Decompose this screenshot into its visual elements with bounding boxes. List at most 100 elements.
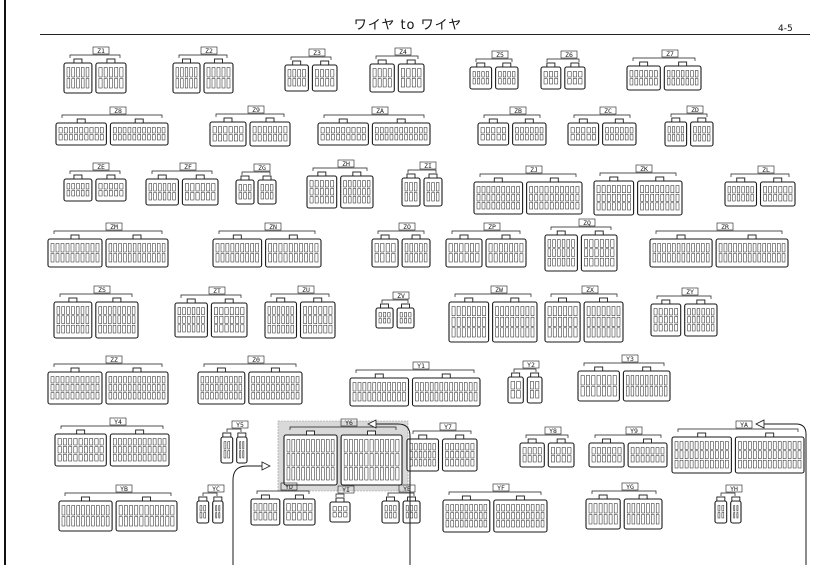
- connector-figure: Y3: [577, 354, 671, 402]
- connector-figure: Y7: [406, 422, 478, 472]
- connector-code: ZE: [97, 163, 105, 171]
- connector-code: YA: [740, 421, 748, 429]
- connector-code: ZP: [488, 223, 496, 231]
- connector-code: YG: [626, 483, 634, 491]
- connector-code: Y3: [626, 355, 634, 363]
- connector-figure: ZL: [724, 165, 796, 207]
- connector-figure: YD: [250, 482, 316, 526]
- connector-code: Z6: [565, 51, 573, 59]
- connector-code: ZF: [184, 163, 192, 171]
- connector-figure: ZN: [212, 222, 322, 268]
- connector-figure: ZB: [477, 106, 547, 146]
- connector-code: Z4: [399, 48, 407, 56]
- connector-code: ZV: [397, 292, 405, 300]
- connector-code: ZY: [686, 288, 694, 296]
- connector-figure: ZG: [235, 163, 277, 205]
- connector-figure: Y9: [588, 426, 668, 468]
- connector-code: ZC: [604, 107, 612, 115]
- connector-code: ZZ: [110, 356, 118, 364]
- connector-figure: Y6: [277, 418, 409, 492]
- connector-code: Z5: [496, 51, 504, 59]
- connector-figure: Z0: [197, 355, 303, 405]
- connector-code: Z2: [205, 47, 213, 55]
- connector-figure: YI: [329, 485, 355, 523]
- connector-figure: Y2: [507, 360, 543, 404]
- connector-figure: Z1: [63, 46, 127, 94]
- connector-figure: Y5: [220, 420, 249, 464]
- connector-figure: YC: [196, 484, 225, 524]
- connector-figure: ZS: [53, 285, 139, 339]
- connector-code: ZJ: [530, 166, 538, 174]
- connector-code: ZL: [762, 166, 770, 174]
- connector-code: ZB: [514, 107, 522, 115]
- connector-figure: YB: [58, 484, 178, 532]
- connector-figure: Z6: [540, 50, 586, 90]
- connector-code: ZQ: [583, 219, 591, 227]
- connector-figure: ZU: [264, 285, 336, 339]
- connector-figure: ZK: [593, 164, 683, 216]
- connector-code: ZI: [424, 162, 432, 170]
- connector-code: YC: [212, 485, 220, 493]
- connector-figure: ZJ: [473, 165, 583, 215]
- connector-figure: Y8: [519, 426, 575, 468]
- connector-code: Y7: [444, 423, 452, 431]
- connector-code: YI: [342, 486, 350, 494]
- connector-figure: ZH: [306, 159, 374, 209]
- connector-figure: Z9: [209, 105, 291, 147]
- connector-figure: ZV: [375, 291, 415, 329]
- header-rule: [40, 34, 810, 35]
- connector-figure: ZM: [47, 222, 169, 268]
- page-number: 4-5: [778, 24, 793, 34]
- connector-code: Z7: [666, 50, 674, 58]
- connector-code: Y9: [630, 427, 638, 435]
- connector-figure: Z8: [55, 106, 169, 146]
- connector-code: ZS: [98, 286, 106, 294]
- connector-figure: ZA: [317, 106, 431, 146]
- connector-figure: Z4: [369, 47, 425, 93]
- connector-code: ZR: [721, 223, 729, 231]
- connector-figure: ZX: [544, 285, 624, 343]
- connector-code: Z9: [252, 106, 260, 114]
- connector-figure: ZT: [174, 286, 248, 338]
- connector-figure: ZO: [371, 222, 431, 268]
- connector-figure: YF: [442, 483, 548, 533]
- connector-figure: ZC: [567, 106, 637, 146]
- connector-figure: Z5: [469, 50, 519, 90]
- connector-code: Y1: [417, 362, 425, 370]
- connector-figure: YE: [381, 484, 421, 524]
- connector-figure: Z7: [626, 49, 702, 91]
- connector-figure: Y1: [349, 361, 481, 407]
- connector-code: YE: [403, 485, 411, 493]
- connector-code: YB: [120, 485, 128, 493]
- connector-figure: YG: [585, 482, 663, 530]
- connector-code: ZA: [376, 107, 384, 115]
- routing-lines: [232, 419, 807, 565]
- connector-code: Y5: [236, 421, 244, 429]
- connector-code: Y8: [549, 427, 557, 435]
- connector-figure: Y4: [54, 417, 170, 467]
- connector-figure: ZP: [445, 222, 527, 268]
- connector-code: ZG: [258, 164, 266, 172]
- connector-code: ZD: [691, 106, 699, 114]
- connector-figure: ZZ: [47, 355, 169, 405]
- connector-figure: ZE: [63, 162, 127, 202]
- connector-figure: ZQ: [544, 218, 618, 272]
- connector-code: ZN: [269, 223, 277, 231]
- connector-figure: YH: [714, 484, 743, 524]
- connector-figure: ZD: [664, 105, 714, 147]
- page-title: ワイヤ to ワイヤ: [353, 18, 463, 33]
- connector-code: Y6: [345, 419, 353, 427]
- connector-figure: ZF: [145, 162, 219, 206]
- connector-code: Y2: [527, 361, 535, 369]
- connector-code: ZW: [495, 286, 503, 294]
- connector-code: Z1: [97, 47, 105, 55]
- connector-code: ZO: [403, 223, 411, 231]
- connector-code: ZT: [213, 287, 221, 295]
- connector-figure: ZR: [649, 222, 789, 268]
- page-border: [4, 0, 6, 565]
- connector-code: Y4: [114, 418, 122, 426]
- connector-figure: Z2: [172, 46, 234, 94]
- connector-code: Z0: [252, 356, 260, 364]
